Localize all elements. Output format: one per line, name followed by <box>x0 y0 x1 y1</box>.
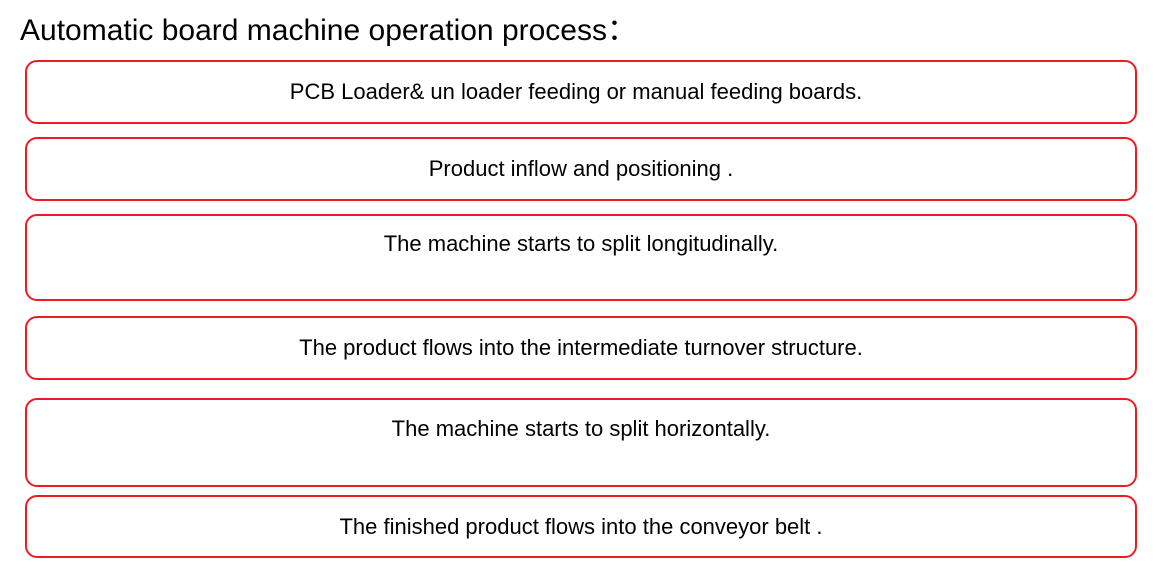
page-title: Automatic board machine operation proces… <box>20 14 637 47</box>
process-step-4-text: The product flows into the intermediate … <box>299 335 863 360</box>
process-step-2-text: Product inflow and positioning . <box>428 156 734 181</box>
process-step-4: The product flows into the intermediate … <box>25 316 1137 380</box>
process-step-1: PCB Loader& un loader feeding or manual … <box>25 60 1137 124</box>
process-step-1-text: PCB Loader& un loader feeding or manual … <box>289 79 863 104</box>
process-step-6-text: The finished product flows into the conv… <box>339 514 823 539</box>
process-step-6: The finished product flows into the conv… <box>25 495 1137 558</box>
process-step-5: The machine starts to split horizontally… <box>25 398 1137 487</box>
process-step-2: Product inflow and positioning . <box>25 137 1137 201</box>
process-step-5-text: The machine starts to split horizontally… <box>391 416 771 441</box>
process-step-3: The machine starts to split longitudinal… <box>25 214 1137 301</box>
process-step-3-text: The machine starts to split longitudinal… <box>383 231 779 256</box>
